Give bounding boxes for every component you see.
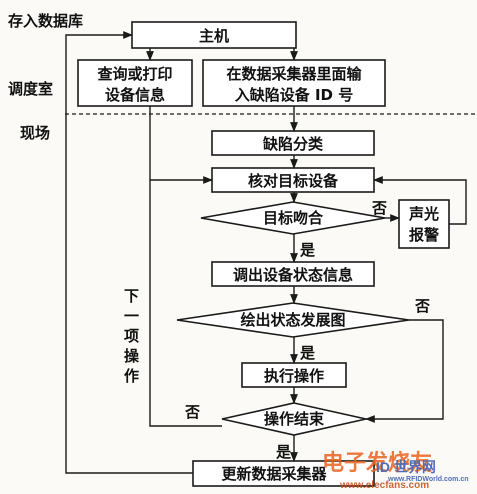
no-label-end: 否 — [184, 403, 200, 421]
alarm-label-1: 声光 — [408, 205, 439, 223]
check-target-label: 核对目标设备 — [248, 172, 339, 190]
target-match-decision — [200, 201, 386, 235]
watermark-url-1: www.elecfans.com — [339, 480, 429, 491]
next-op-char-2: 一 — [124, 307, 139, 325]
next-op-char-5: 作 — [124, 367, 139, 385]
store-database-label: 存入数据库 — [8, 12, 83, 30]
alarm-label-2: 报警 — [409, 226, 439, 244]
watermark-id: ID 世界网 — [376, 459, 436, 475]
watermark: 电子发烧友 ID 世界网 www.elecfans.com www.RFIDWo… — [322, 450, 469, 491]
execute-label: 执行操作 — [264, 367, 324, 385]
target-match-label: 目标吻合 — [263, 209, 324, 227]
update-collector-node — [192, 460, 375, 487]
watermark-brand: 电子发烧友 — [322, 450, 432, 475]
alarm-node — [398, 199, 450, 249]
update-collector-label: 更新数据采集器 — [221, 465, 327, 483]
call-status-node — [211, 261, 375, 287]
host-label: 主机 — [199, 27, 229, 45]
next-op-char-4: 操 — [124, 347, 140, 365]
no-label-draw: 否 — [414, 297, 430, 315]
input-defect-label-2: 入缺陷设备 ID 号 — [235, 86, 353, 104]
arrow-draw-no-to-opend — [365, 319, 444, 423]
arrow-opend-no-loop — [149, 176, 222, 427]
defect-classify-label: 缺陷分类 — [262, 135, 324, 153]
next-op-char-3: 项 — [124, 327, 139, 345]
draw-status-decision — [176, 302, 410, 338]
query-print-node — [77, 59, 193, 107]
dispatch-room-label: 调度室 — [8, 80, 53, 98]
input-defect-label-1: 在数据采集器里面输 — [226, 65, 362, 83]
execute-node — [241, 362, 347, 388]
watermark-url-2: www.RFIDWorld.com.cn — [387, 476, 469, 483]
op-end-label: 操作结束 — [264, 410, 325, 428]
field-label: 现场 — [20, 124, 50, 142]
yes-label-match: 是 — [299, 241, 316, 259]
arrow-alarm-to-check — [373, 176, 467, 225]
no-label-match: 否 — [371, 199, 387, 217]
draw-status-label: 绘出状态发展图 — [240, 311, 345, 329]
query-print-label-2: 设备信息 — [105, 86, 165, 104]
next-op-char-1: 下 — [124, 287, 139, 305]
yes-label-draw: 是 — [299, 344, 316, 362]
query-print-label-1: 查询或打印 — [97, 65, 172, 83]
call-status-label: 调出设备状态信息 — [233, 266, 353, 284]
yes-label-end: 是 — [275, 443, 292, 461]
arrow-update-to-host — [65, 31, 193, 474]
host-node — [131, 21, 297, 49]
